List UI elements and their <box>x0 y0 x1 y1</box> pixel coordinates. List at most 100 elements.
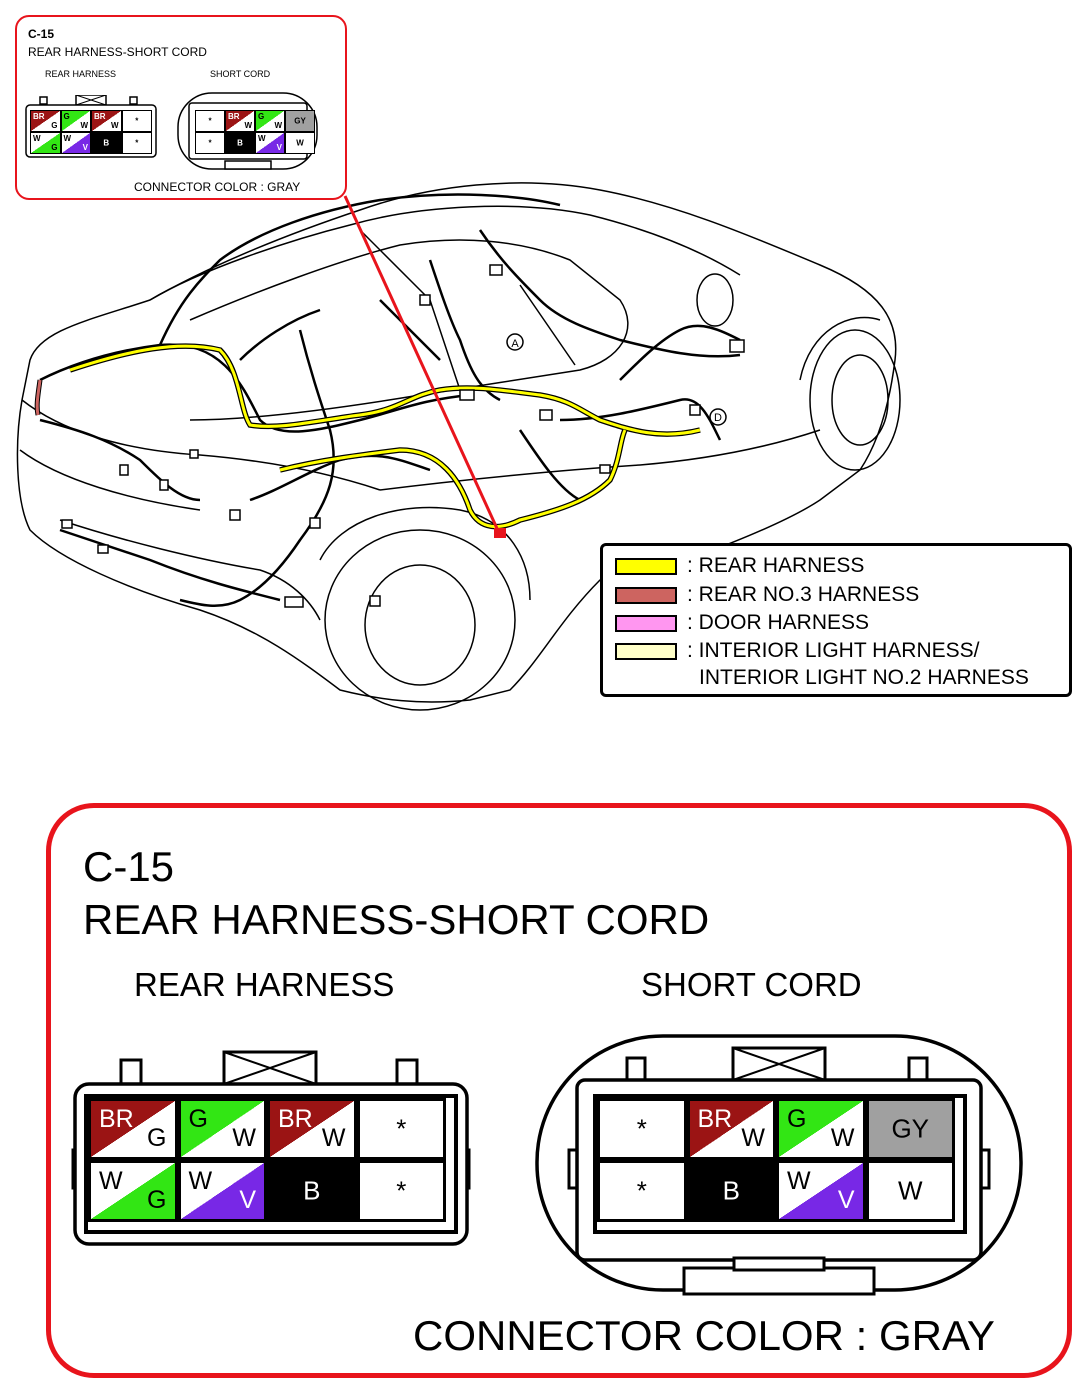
legend-label: : REAR HARNESS <box>687 554 865 577</box>
pin-wire-color: GY <box>891 1113 930 1144</box>
pin-wire-color-bottom: W <box>232 1124 256 1152</box>
pin-wire-color-bottom: V <box>82 143 88 152</box>
pin-wire-color: W <box>296 138 304 148</box>
pin-wire-color: * <box>208 138 212 148</box>
pin-wire-color-bottom: W <box>274 121 282 130</box>
pin-wire-color-bottom: W <box>741 1124 765 1152</box>
pin-1: BR G <box>88 1098 178 1160</box>
pin-8: W <box>285 132 315 154</box>
pin-1: BR G <box>30 110 61 132</box>
pin-wire-color-bottom: G <box>51 121 58 130</box>
legend-swatch-rear-harness <box>615 557 677 575</box>
vehicle-wiring-drawing: A D <box>16 182 901 711</box>
pin-wire-color: * <box>636 1175 647 1206</box>
pin-wire-color: * <box>636 1113 647 1144</box>
pin-wire-color: B <box>237 138 243 148</box>
pin-wire-color-bottom: V <box>276 143 282 152</box>
pin-wire-color: * <box>396 1175 407 1206</box>
pin-wire-color-top: BR <box>278 1105 313 1133</box>
legend-item-interior-light-harness: : INTERIOR LIGHT HARNESS/ <box>615 639 980 663</box>
pin-wire-color-bottom: G <box>147 1124 167 1152</box>
legend-swatch-door-harness <box>615 614 677 632</box>
small-short-cord-label: SHORT CORD <box>210 69 271 79</box>
pin-wire-color-top: BR <box>228 112 240 121</box>
pin-4: GY <box>865 1098 955 1160</box>
pin-wire-color: B <box>103 138 110 148</box>
legend-swatch-rear-no3-harness <box>615 586 677 604</box>
legend-item-door-harness: : DOOR HARNESS <box>615 611 869 635</box>
short-cord-label: SHORT CORD <box>641 966 862 1003</box>
pin-wire-color-bottom: W <box>110 121 119 130</box>
pin-wire-color-bottom: W <box>830 1124 855 1152</box>
pin-5: * <box>195 132 225 154</box>
pin-wire-color: B <box>722 1175 740 1206</box>
pin-wire-color-top: BR <box>697 1105 733 1133</box>
small-rear-harness-label: REAR HARNESS <box>45 69 117 79</box>
pin-wire-color-top: W <box>99 1167 123 1195</box>
pin-wire-color-top: BR <box>94 112 106 121</box>
pin-wire-color-bottom: G <box>147 1186 167 1214</box>
small-connector-callout: C-15 REAR HARNESS-SHORT CORD REAR HARNES… <box>15 15 347 200</box>
pin-wire-color-bottom: W <box>321 1124 346 1152</box>
pin-1: * <box>195 110 225 132</box>
pin-wire-color-top: BR <box>33 112 45 121</box>
pin-4: * <box>121 110 152 132</box>
pin-wire-color: * <box>396 1113 407 1144</box>
legend-label: : DOOR HARNESS <box>687 611 870 634</box>
pin-4: GY <box>285 110 315 132</box>
pin-3: BR W <box>91 110 122 132</box>
connector-color: CONNECTOR COLOR : GRAY <box>413 1312 995 1359</box>
pin-wire-color-bottom: G <box>51 143 58 152</box>
pin-6: B <box>225 132 255 154</box>
small-callout-title: REAR HARNESS-SHORT CORD <box>28 45 207 59</box>
legend-swatch-interior-light-harness <box>615 642 677 660</box>
pin-8: W <box>865 1160 955 1222</box>
pin-wire-color-top: G <box>63 112 70 121</box>
connector-code: C-15 <box>83 843 175 890</box>
pin-wire-color-top: G <box>787 1105 807 1133</box>
pin-wire-color: W <box>897 1175 923 1206</box>
pin-wire-color: * <box>208 116 212 126</box>
pin-7: B <box>91 132 122 154</box>
pin-wire-color-top: W <box>33 134 41 143</box>
pin-wire-color-top: W <box>63 134 72 143</box>
pin-wire-color-top: G <box>258 112 265 121</box>
pin-wire-color-top: G <box>188 1105 208 1133</box>
pin-2: BR W <box>686 1098 776 1160</box>
pin-wire-color: * <box>135 138 139 148</box>
pin-wire-color: * <box>135 116 139 126</box>
legend-item-rear-harness: : REAR HARNESS <box>615 554 864 578</box>
pin-wire-color-top: BR <box>99 1105 134 1133</box>
pin-wire-color-bottom: V <box>837 1186 855 1214</box>
pin-wire-color: B <box>303 1175 321 1206</box>
pin-wire-color-top: W <box>258 134 266 143</box>
legend-label: : REAR NO.3 HARNESS <box>687 583 920 606</box>
legend-label-continued: INTERIOR LIGHT NO.2 HARNESS <box>699 666 1029 689</box>
pin-4: * <box>356 1098 446 1160</box>
pin-7: B <box>267 1160 357 1222</box>
pin-5: * <box>597 1160 687 1222</box>
pin-wire-color: GY <box>294 116 306 126</box>
legend-label: : INTERIOR LIGHT HARNESS/ <box>687 639 980 662</box>
pin-3: BR W <box>267 1098 357 1160</box>
small-callout-code: C-15 <box>28 27 55 41</box>
pin-8: * <box>121 132 152 154</box>
pin-wire-color-top: W <box>188 1167 213 1195</box>
connector-title: REAR HARNESS-SHORT CORD <box>83 896 710 943</box>
pin-1: * <box>597 1098 687 1160</box>
pin-6: B <box>686 1160 776 1222</box>
connector-callout: C-15 REAR HARNESS-SHORT CORD REAR HARNES… <box>46 803 1072 1378</box>
